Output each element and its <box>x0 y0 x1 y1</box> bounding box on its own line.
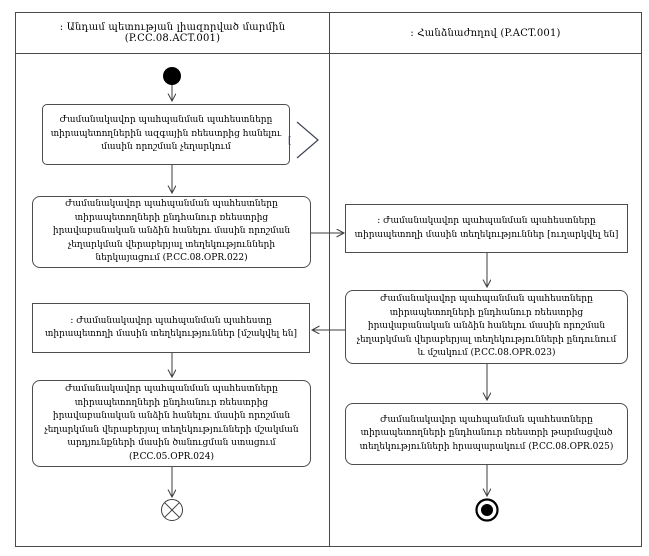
action-cancel-decision: Ժամանակավոր պահպանման պահեստները տիրապետ… <box>42 104 290 165</box>
lane-header-commission: : Հանձնաժողով (P.ACT.001) <box>330 13 641 54</box>
action-publish-registry: Ժամանակավոր պահպանման պահեստները տիրապետ… <box>345 403 628 465</box>
lane-header-member-state: : Անդամ պետության լիազորված մարմին (P.CC… <box>16 13 329 54</box>
action-receive-and-process: Ժամանակավոր պահպանման պահեստները տիրապետ… <box>345 290 628 364</box>
action-receive-notification: Ժամանակավոր պահպանման պահեստները տիրապետ… <box>32 380 311 467</box>
action-submit-info: Ժամանակավոր պահպանման պահեստները տիրապետ… <box>32 196 311 268</box>
object-info-processed: : Ժամանակավոր պահպանման պահեստը տիրապետո… <box>32 303 310 353</box>
object-info-sent: : Ժամանակավոր պահպանման պահեստները տիրապ… <box>345 204 628 253</box>
swimlane-commission: : Հանձնաժողով (P.ACT.001) <box>329 12 642 547</box>
